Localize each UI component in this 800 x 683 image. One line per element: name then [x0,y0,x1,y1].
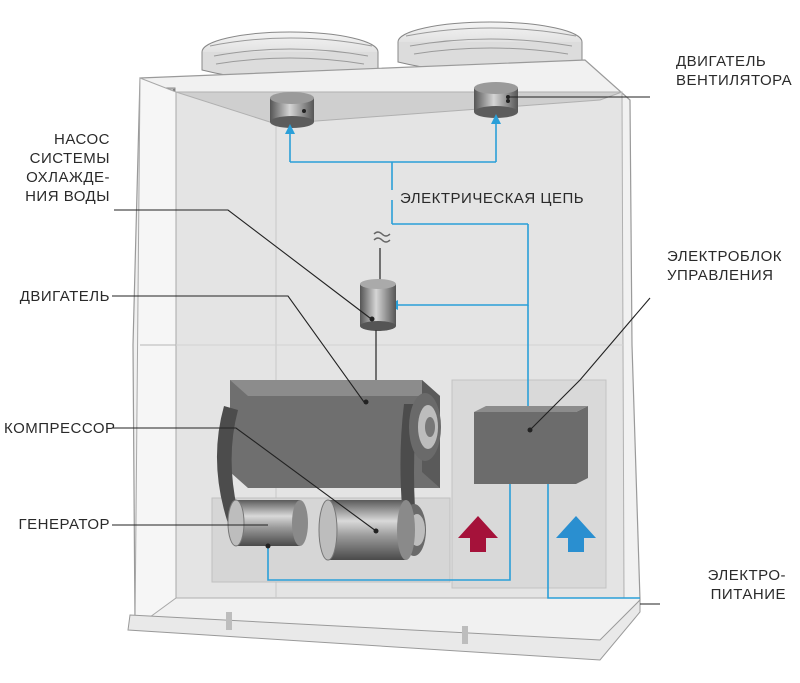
hot-air-arrow [458,516,498,552]
label-pump: НАСОС СИСТЕМЫ ОХЛАЖДЕ- НИЯ ВОДЫ [25,131,110,205]
generator [227,499,308,549]
circuit-lines [267,118,640,599]
water-pump [360,231,396,380]
fan-motor-right [474,82,518,118]
control-box [474,406,588,484]
leader-lines [112,96,660,605]
compressor [318,499,415,561]
cabinet [127,59,641,661]
cold-air-arrow [556,516,596,552]
label-generator: ГЕНЕРАТОР [18,516,110,533]
leader-dots [506,95,510,99]
label-power: ЭЛЕКТРО- ПИТАНИЕ [707,567,786,603]
label-compressor: КОМПРЕССОР [4,420,116,437]
label-fan-motor: ДВИГАТЕЛЬ ВЕНТИЛЯТОРА [676,53,793,89]
label-control-box: ЭЛЕКТРОБЛОК УПРАВЛЕНИЯ [667,248,782,284]
fan-motor-left [270,92,314,128]
label-circuit: ЭЛЕКТРИЧЕСКАЯ ЦЕПЬ [400,190,585,207]
label-engine: ДВИГАТЕЛЬ [19,288,110,305]
